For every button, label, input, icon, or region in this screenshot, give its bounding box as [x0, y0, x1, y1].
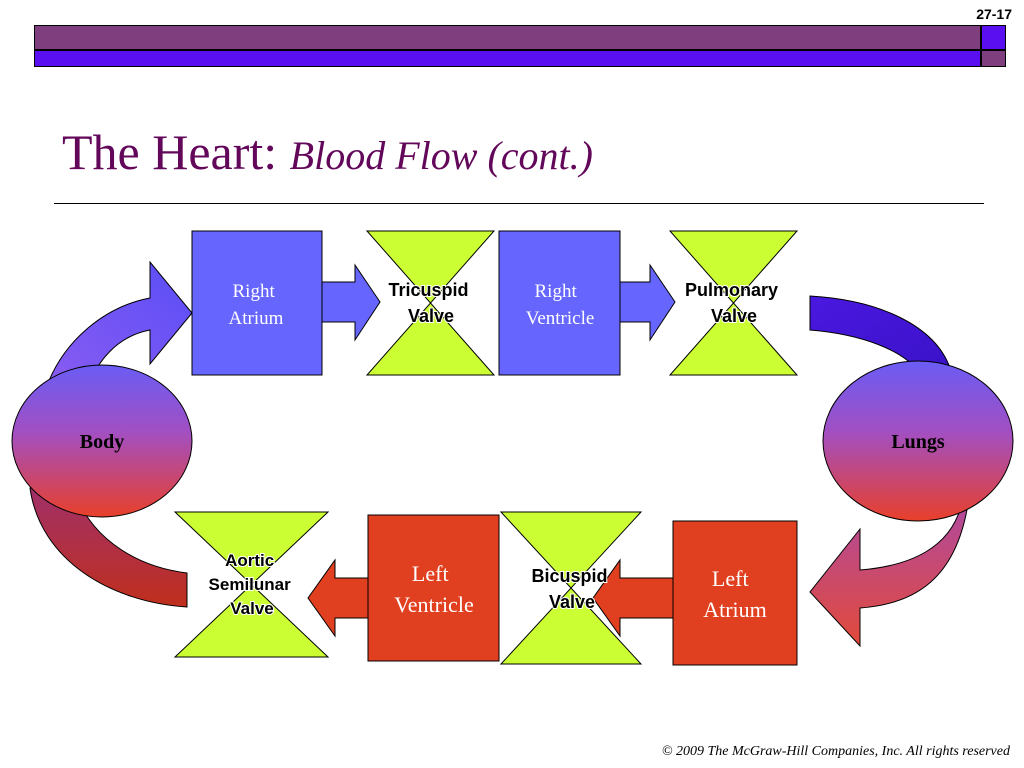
aortic-valve-label: Aortic Semilunar Valve	[209, 551, 296, 618]
arrow-right-ventricle-to-pulmonary	[619, 263, 676, 342]
header-square-top	[981, 25, 1006, 50]
body-circle	[11, 364, 193, 518]
arrow-left-ventricle-to-aortic	[307, 558, 369, 638]
right-atrium-label: Right Atrium	[229, 281, 284, 329]
pulmonary-valve-shape	[668, 230, 799, 376]
bicuspid-valve-label: Bicuspid Valve	[531, 566, 612, 612]
right-atrium-box	[191, 230, 323, 376]
bicuspid-valve-shape	[499, 511, 643, 665]
right-ventricle-label: Right Ventricle	[526, 281, 595, 329]
left-ventricle-box	[367, 514, 500, 662]
slide-number: 27-17	[976, 6, 1012, 22]
tricuspid-valve-label: Tricuspid Valve	[388, 280, 473, 326]
header-bar-bottom	[34, 50, 981, 67]
arrow-lungs-to-left-atrium	[809, 501, 969, 648]
header-square-bottom	[981, 50, 1006, 67]
slide-title: The Heart: Blood Flow (cont.)	[62, 127, 593, 177]
title-sub: Blood Flow (cont.)	[289, 133, 593, 178]
left-atrium-box	[672, 520, 798, 666]
arrow-right-atrium-to-tricuspid	[321, 263, 381, 342]
lungs-circle	[822, 360, 1014, 522]
left-atrium-label: Left Atrium	[703, 566, 767, 622]
lungs-label: Lungs	[891, 431, 945, 453]
aortic-valve-shape	[173, 511, 330, 658]
left-ventricle-label: Left Ventricle	[394, 561, 473, 617]
tricuspid-valve-shape	[365, 230, 496, 376]
title-rule	[54, 203, 984, 204]
title-main: The Heart:	[62, 124, 290, 180]
body-label: Body	[80, 431, 124, 453]
copyright-notice: © 2009 The McGraw-Hill Companies, Inc. A…	[661, 744, 1010, 759]
arrow-bicuspid-to-left-ventricle	[592, 558, 674, 638]
pulmonary-valve-label: Pulmonary Valve	[685, 280, 783, 326]
right-ventricle-box	[498, 230, 621, 376]
arrow-aortic-valve-to-body	[29, 487, 188, 608]
header-bar-top	[34, 25, 981, 50]
